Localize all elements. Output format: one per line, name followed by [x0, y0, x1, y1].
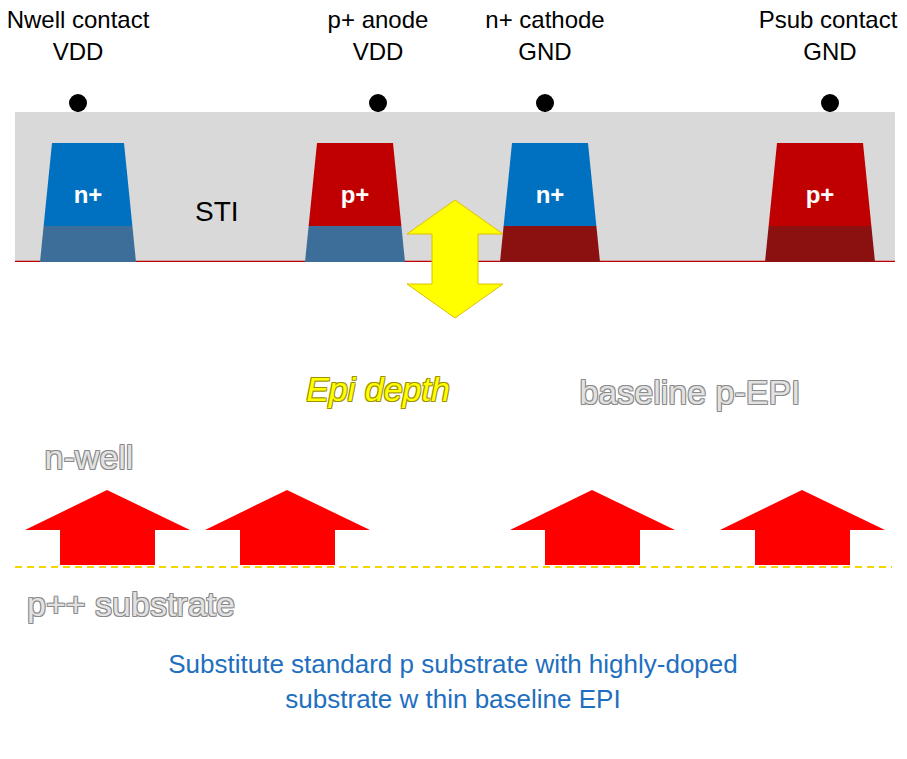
implant-fill [44, 143, 133, 226]
supply-name: VDD [353, 38, 404, 66]
terminal-name: n+ cathode [485, 6, 604, 34]
implant-junction [765, 226, 875, 262]
sti-band-outline [15, 112, 895, 262]
region-label: n-well [45, 438, 134, 477]
supply-name: VDD [53, 38, 104, 66]
terminal-name: Nwell contact [7, 6, 150, 34]
pin-dot [536, 94, 554, 112]
pin-dot [821, 94, 839, 112]
p-plus-implant: p+ [305, 143, 405, 262]
implant-junction [500, 226, 600, 262]
n-plus-implant: n+ [40, 143, 136, 262]
up-arrow [205, 490, 370, 565]
region-label: baseline p-EPI [579, 373, 800, 412]
diffusion-arrows [25, 490, 885, 565]
up-arrow [25, 490, 190, 565]
supply-name: GND [803, 38, 856, 66]
up-arrow [510, 490, 675, 565]
terminal-name: p+ anode [328, 6, 429, 34]
terminal-name: Psub contact [759, 6, 898, 34]
implant-fill [769, 143, 872, 226]
dimension-label: Epi depth [306, 370, 450, 409]
implant-junction [305, 226, 405, 262]
region-label: p++ substrate [27, 585, 235, 624]
epi-depth-arrow [407, 200, 503, 318]
implant-label: n+ [74, 181, 103, 209]
region-label: STI [195, 196, 239, 228]
implant-fill [309, 143, 402, 226]
implant-label: p+ [806, 181, 835, 209]
sti-fill [15, 112, 895, 262]
sti-band: STI n+ p+ n+ p+ [15, 112, 895, 262]
pin-dot [369, 94, 387, 112]
pin-dot [69, 94, 87, 112]
terminal-pins [69, 94, 839, 112]
implant-fill [504, 143, 597, 226]
implant-label: n+ [536, 181, 565, 209]
epi-boundary [15, 566, 892, 568]
silicon-surface [15, 261, 895, 262]
supply-name: GND [518, 38, 571, 66]
up-arrow [720, 490, 885, 565]
implant-label: p+ [341, 181, 370, 209]
caption: Substitute standard p substrate with hig… [163, 647, 743, 717]
p-plus-implant: p+ [765, 143, 875, 262]
n-plus-implant: n+ [500, 143, 600, 262]
implant-junction [40, 226, 136, 262]
